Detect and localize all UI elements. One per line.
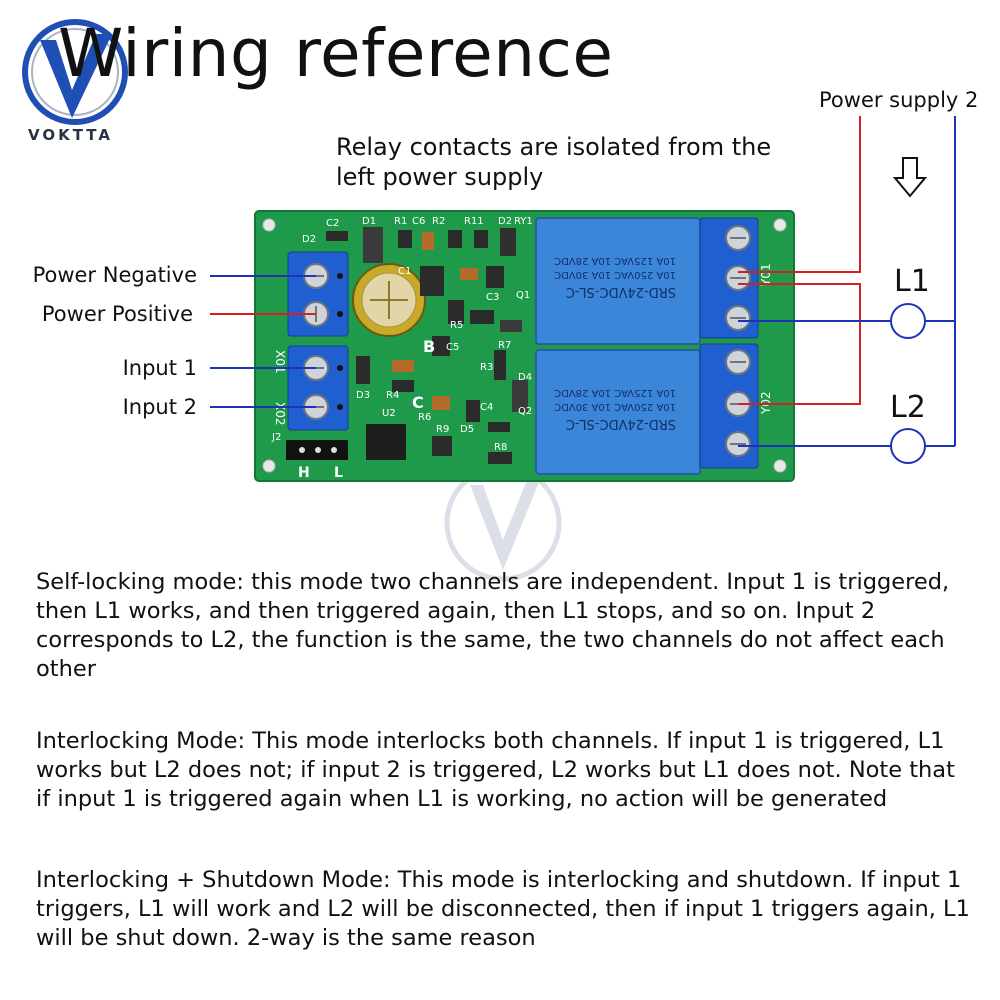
silk-ref: D1 (362, 216, 376, 227)
input2-label: Input 2 (122, 395, 197, 419)
silk-ref: R7 (498, 340, 511, 351)
interlocking-description: Interlocking Mode: This mode interlocks … (36, 728, 955, 812)
supply-wire-l2 (738, 283, 861, 405)
silk-ref: R6 (418, 412, 431, 423)
silk-j2: J2 (271, 432, 281, 443)
self-locking-description: Self-locking mode: this mode two channel… (36, 569, 950, 682)
relay1-rating-b: 10A 125VAC 10A 28VDC (554, 255, 676, 266)
voktta-logo (22, 19, 128, 125)
power-supply-2-label: Power supply 2 (819, 88, 979, 112)
supply-wire-l1 (738, 116, 861, 273)
silk-c: C (412, 393, 424, 412)
silk-ref: R8 (494, 442, 507, 453)
silk-ref: R3 (480, 362, 493, 373)
silk-b: B (423, 337, 435, 356)
silk-h: H (298, 465, 310, 481)
silk-ref: R5 (450, 320, 463, 331)
power-negative-label: Power Negative (32, 263, 197, 287)
interlocking-shutdown-description: Interlocking + Shutdown Mode: This mode … (36, 867, 970, 951)
input-terminal-block (287, 345, 349, 431)
silk-ref: R1 (394, 216, 407, 227)
relay1-model: SRD-24VDC-SL-C (566, 284, 676, 299)
silk-x02: X02 (273, 402, 287, 426)
silk-l: L (334, 465, 343, 481)
silk-ref: Q2 (518, 406, 532, 417)
smd-components (326, 227, 528, 464)
relay1-rating-a: 10A 250VAC 10A 30VDC (554, 269, 676, 280)
output-terminal-y01 (699, 217, 759, 339)
silk-x01: X01 (273, 350, 287, 374)
input1-label: Input 1 (122, 356, 197, 380)
right-wires (738, 116, 956, 464)
load-l1 (890, 303, 926, 339)
electrolytic-capacitor (352, 263, 426, 337)
jumper-j2 (286, 440, 348, 460)
silk-ref: D5 (460, 424, 474, 435)
relay-1 (535, 217, 701, 345)
isolation-note: Relay contacts are isolated from the lef… (336, 133, 772, 191)
silk-ref: C3 (486, 292, 499, 303)
relay-module-board: D2 C2 D1 R1 C6 R2 R11 D2 RY1 C1 C3 R5 Q1… (254, 210, 795, 482)
silk-ref: Q1 (516, 290, 530, 301)
silk-ref: C1 (398, 266, 411, 277)
silk-ref: U2 (382, 408, 396, 419)
arrow-down-icon (892, 157, 928, 198)
page-title: Wiring reference (58, 15, 614, 92)
load-l2 (890, 428, 926, 464)
silk-ref: C6 (412, 216, 425, 227)
relay2-rating-a: 10A 250VAC 10A 30VDC (554, 401, 676, 412)
silk-ref: D2 (498, 216, 512, 227)
silk-y01: Y01 (759, 263, 773, 287)
left-wires (210, 275, 316, 408)
relay2-model: SRD-24VDC-SL-C (566, 416, 676, 431)
silk-ref: R11 (464, 216, 484, 227)
load-l1-label: L1 (894, 264, 930, 299)
silk-ref: C2 (326, 218, 339, 229)
power-terminal-block (287, 251, 349, 337)
power-positive-label: Power Positive (41, 302, 193, 326)
brand-name: VOKTTA (28, 126, 113, 144)
silk-ref: R4 (386, 390, 399, 401)
silk-ref: D4 (518, 372, 532, 383)
silk-ref: D3 (356, 390, 370, 401)
silk-ref: RY1 (514, 216, 533, 227)
silk-ref: D2 (302, 234, 316, 245)
output-terminal-y02 (699, 343, 759, 469)
relay2-rating-b: 10A 125VAC 10A 28VDC (554, 387, 676, 398)
load-l2-label: L2 (890, 390, 926, 425)
watermark-logo (444, 464, 562, 582)
silk-ref: C5 (446, 342, 459, 353)
silk-ref: R2 (432, 216, 445, 227)
silk-ref: R9 (436, 424, 449, 435)
silk-ref: C4 (480, 402, 493, 413)
